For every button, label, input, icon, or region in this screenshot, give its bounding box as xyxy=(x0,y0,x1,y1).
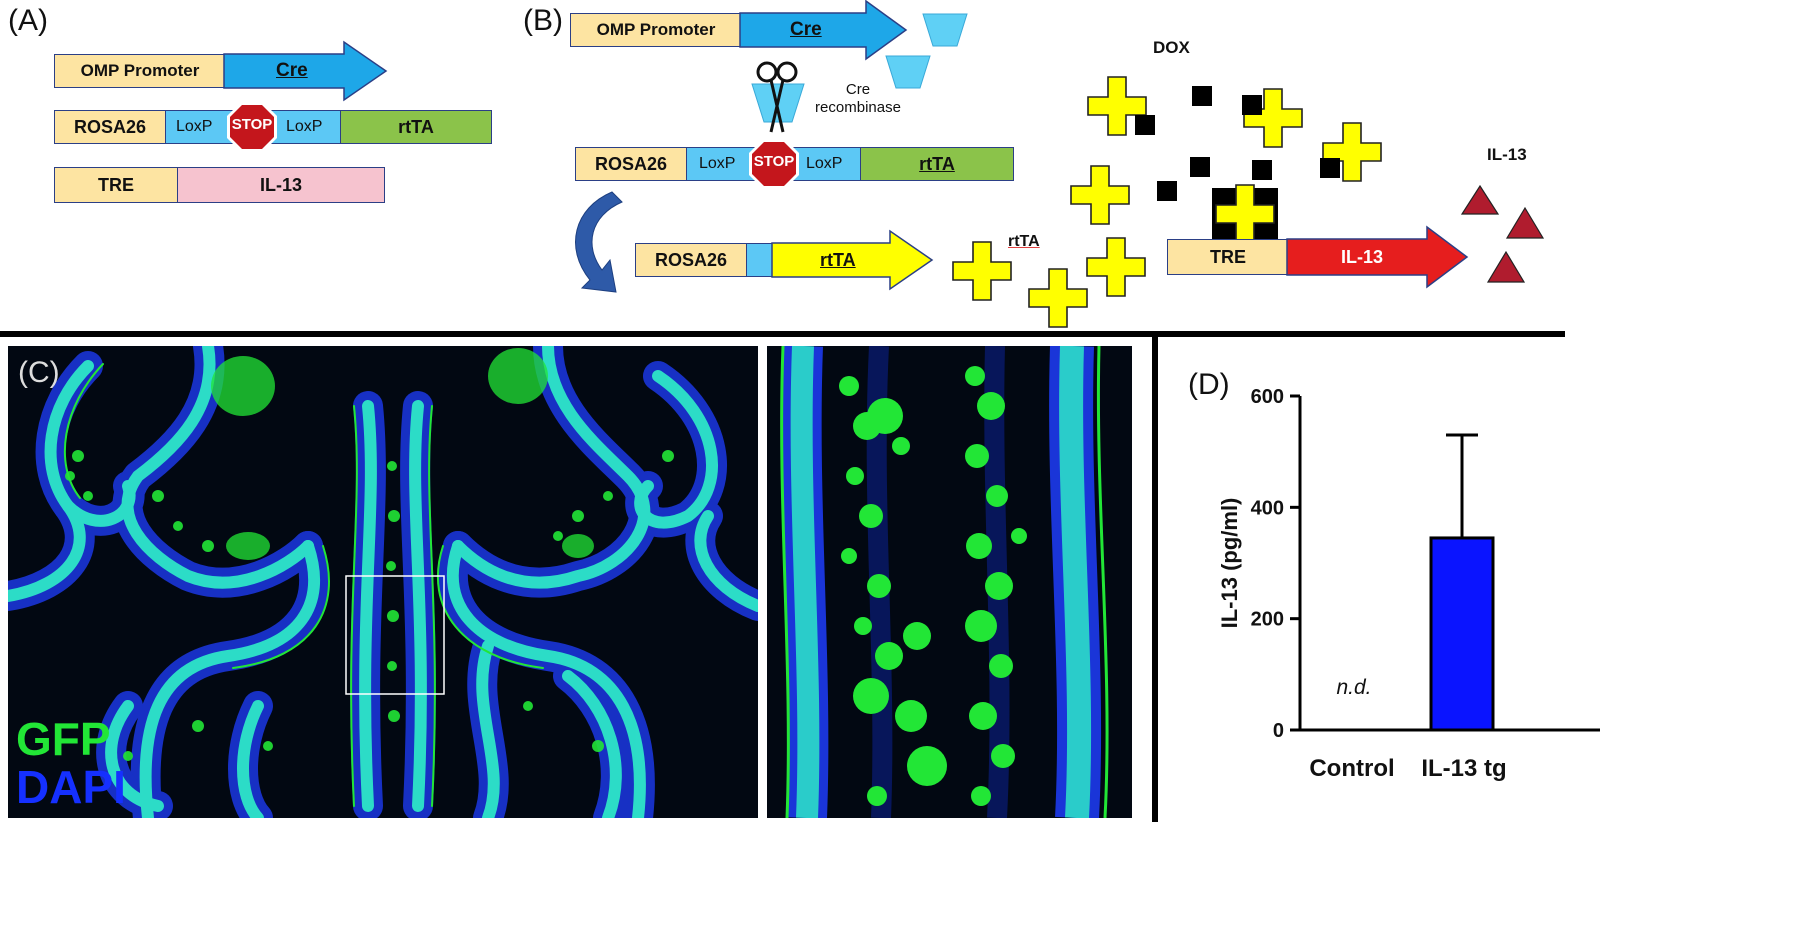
loxp-right-label: LoxP xyxy=(286,118,323,135)
cre-protein-icon-1 xyxy=(922,13,968,47)
cre-protein-icon-2 xyxy=(885,55,931,89)
b-recombined-rtta-arrow xyxy=(771,229,934,291)
dox-label: DOX xyxy=(1153,38,1190,57)
recombination-arrow xyxy=(575,191,623,293)
rtta-free-label: rtTA xyxy=(1008,233,1040,250)
x-tick-label: Control xyxy=(1309,755,1394,782)
b-stop-label: STOP xyxy=(753,153,795,170)
legend-gfp: GFP xyxy=(16,713,111,765)
b-recombined-loxp-box xyxy=(746,243,774,277)
rosa26-box: ROSA26 xyxy=(54,110,166,144)
y-tick-label: 0 xyxy=(1273,720,1284,742)
omp-promoter-box: OMP Promoter xyxy=(54,54,226,88)
legend-dapi: DAPI xyxy=(16,761,126,813)
il13-box: IL-13 xyxy=(177,167,385,203)
b-stop-sign xyxy=(749,139,799,189)
b-recombined-rtta-label: rtTA xyxy=(820,250,856,270)
il13-label: IL-13 xyxy=(259,174,302,195)
b-tre-label: TRE xyxy=(1210,246,1246,267)
b-rosa26-label: ROSA26 xyxy=(594,153,668,174)
y-tick-label: 400 xyxy=(1251,497,1284,519)
cre-arrow xyxy=(223,40,388,102)
panel-label-a: (A) xyxy=(8,4,48,37)
b-cre-arrow xyxy=(739,0,908,61)
rtta-label: rtTA xyxy=(398,116,434,137)
panel-label-d: (D) xyxy=(1188,368,1230,401)
loxp-left-label: LoxP xyxy=(176,118,213,135)
b-il13-label: IL-13 xyxy=(1341,247,1384,267)
divider-vertical xyxy=(1152,334,1158,822)
b-loxp-right-label: LoxP xyxy=(806,155,843,172)
rtta-box: rtTA xyxy=(340,110,492,144)
x-tick-label: IL-13 tg xyxy=(1421,755,1506,782)
tre-label: TRE xyxy=(98,174,134,195)
stop-label: STOP xyxy=(231,116,273,133)
b-recombined-rosa26-box: ROSA26 xyxy=(635,243,747,277)
cre-recombinase-label: Cre recombinase xyxy=(815,81,901,116)
b-recombined-rosa26-label: ROSA26 xyxy=(654,249,728,270)
y-tick-label: 600 xyxy=(1251,386,1284,408)
divider-horizontal xyxy=(0,331,1565,337)
bar-1 xyxy=(1429,536,1495,732)
b-omp-promoter-box: OMP Promoter xyxy=(570,13,742,47)
y-axis-label: IL-13 (pg/ml) xyxy=(1217,498,1242,629)
micrograph-overview: (C) GFP DAPI xyxy=(8,346,758,818)
stop-sign xyxy=(227,102,277,152)
b-rosa26-box: ROSA26 xyxy=(575,147,687,181)
b-omp-promoter-label: OMP Promoter xyxy=(596,20,716,39)
cre-label: Cre xyxy=(276,60,308,81)
y-tick-label: 200 xyxy=(1251,609,1284,631)
b-loxp-left-label: LoxP xyxy=(699,155,736,172)
b-tre-box: TRE xyxy=(1167,239,1289,275)
il13-product-label: IL-13 xyxy=(1487,145,1527,164)
omp-promoter-label: OMP Promoter xyxy=(80,61,200,80)
rosa26-label: ROSA26 xyxy=(73,116,147,137)
b-rtta-box: rtTA xyxy=(860,147,1014,181)
b-cre-label: Cre xyxy=(790,19,822,40)
panel-label-c: (C) xyxy=(18,356,60,389)
bar-annotation: n.d. xyxy=(1336,676,1371,699)
b-il13-arrow xyxy=(1286,225,1469,289)
scissors-icon xyxy=(756,61,798,133)
micrograph-inset xyxy=(767,346,1132,818)
b-rtta-label: rtTA xyxy=(919,153,955,174)
inset-drawing xyxy=(780,346,1109,818)
panel-label-b: (B) xyxy=(523,4,563,37)
tissue-drawing xyxy=(8,346,758,818)
tre-box: TRE xyxy=(54,167,178,203)
